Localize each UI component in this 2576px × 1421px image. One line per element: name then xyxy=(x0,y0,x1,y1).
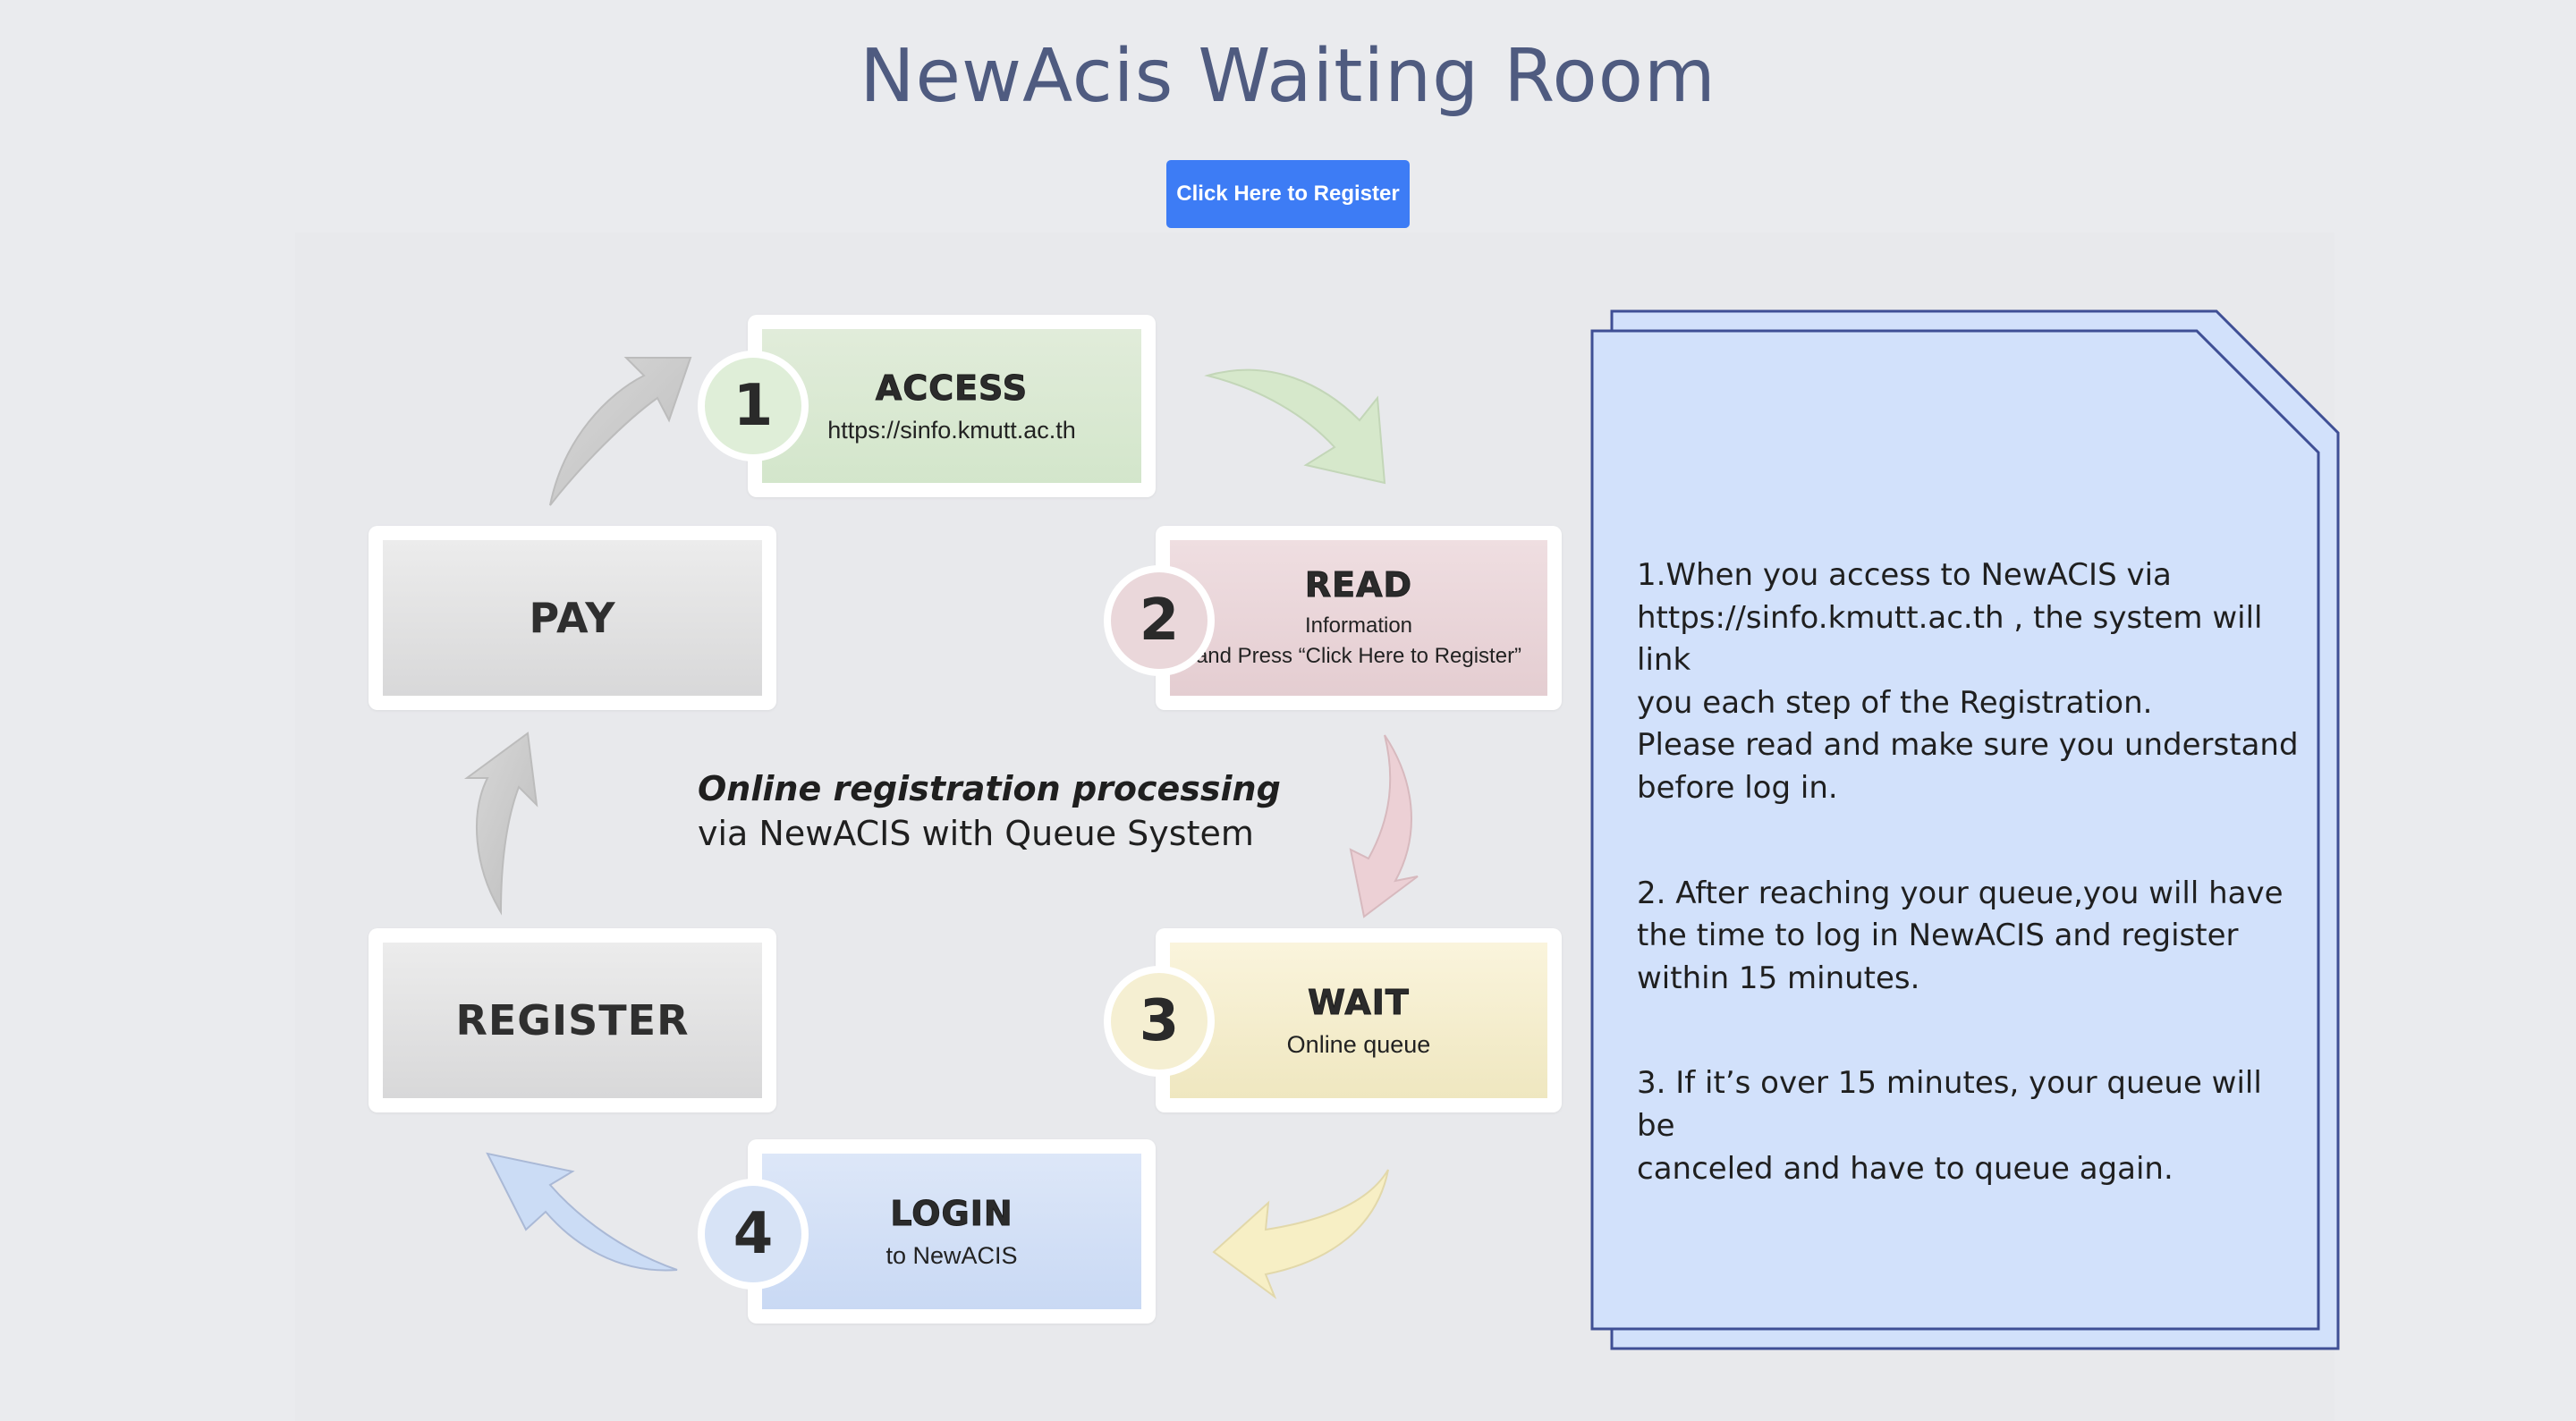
step-title: LOGIN xyxy=(890,1193,1013,1233)
step-number-4: 4 xyxy=(698,1179,809,1290)
step-detail: to NewACIS xyxy=(886,1241,1018,1269)
register-button[interactable]: Click Here to Register xyxy=(1166,160,1410,228)
note-line: the time to log in NewACIS and register xyxy=(1637,918,2239,954)
note-line: within 15 minutes. xyxy=(1637,960,1920,996)
step-detail-2: and Press “Click Here to Register” xyxy=(1195,644,1522,668)
step-wait: WAIT Online queue xyxy=(1156,928,1562,1112)
note-3: 3. If it’s over 15 minutes, your queue w… xyxy=(1637,1062,2299,1190)
page-title: NewAcis Waiting Room xyxy=(860,34,1716,119)
step-url: https://sinfo.kmutt.ac.th xyxy=(827,416,1076,444)
note-line: Please read and make sure you understand xyxy=(1637,727,2299,764)
arrow-read-to-wait xyxy=(1349,734,1419,918)
step-number-2: 2 xyxy=(1104,565,1215,676)
process-caption: Online registration processing via NewAC… xyxy=(698,769,1324,853)
note-line: canceled and have to queue again. xyxy=(1637,1150,2174,1187)
note-2: 2. After reaching your queue,you will ha… xyxy=(1637,873,2299,1001)
arrow-register-to-pay xyxy=(463,732,538,916)
note-line: you each step of the Registration. xyxy=(1637,684,2153,721)
step-detail: Information xyxy=(1304,613,1413,638)
step-number-3: 3 xyxy=(1104,966,1215,1077)
step-detail: Online queue xyxy=(1286,1030,1431,1058)
step-title: ACCESS xyxy=(875,368,1029,408)
step-login: LOGIN to NewACIS xyxy=(748,1139,1156,1324)
step-read: READ Information and Press “Click Here t… xyxy=(1156,526,1562,710)
instruction-notes: 1.When you access to NewACIS via https:/… xyxy=(1637,554,2299,1253)
pay-label: PAY xyxy=(529,594,616,642)
note-line: 2. After reaching your queue,you will ha… xyxy=(1637,875,2284,911)
arrow-wait-to-login xyxy=(1212,1169,1389,1299)
note-line: 3. If it’s over 15 minutes, your queue w… xyxy=(1637,1065,2262,1144)
step-title: READ xyxy=(1304,564,1413,605)
note-line: 1.When you access to NewACIS via xyxy=(1637,557,2172,593)
arrow-login-to-register xyxy=(486,1152,678,1272)
box-register: REGISTER xyxy=(369,928,776,1112)
caption-line-2: via NewACIS with Queue System xyxy=(698,814,1254,853)
arrow-access-to-read xyxy=(1204,368,1386,485)
note-1: 1.When you access to NewACIS via https:/… xyxy=(1637,554,2299,810)
arrow-pay-to-access xyxy=(549,357,692,506)
box-pay: PAY xyxy=(369,526,776,710)
step-number-1: 1 xyxy=(698,351,809,461)
note-line: https://sinfo.kmutt.ac.th , the system w… xyxy=(1637,599,2263,679)
note-sheet-front xyxy=(1590,329,2320,1331)
caption-line-1: Online registration processing xyxy=(698,769,1281,808)
step-access: ACCESS https://sinfo.kmutt.ac.th xyxy=(748,315,1156,497)
register-label: REGISTER xyxy=(455,996,690,1045)
note-line: before log in. xyxy=(1637,769,1838,806)
step-title: WAIT xyxy=(1308,982,1410,1022)
